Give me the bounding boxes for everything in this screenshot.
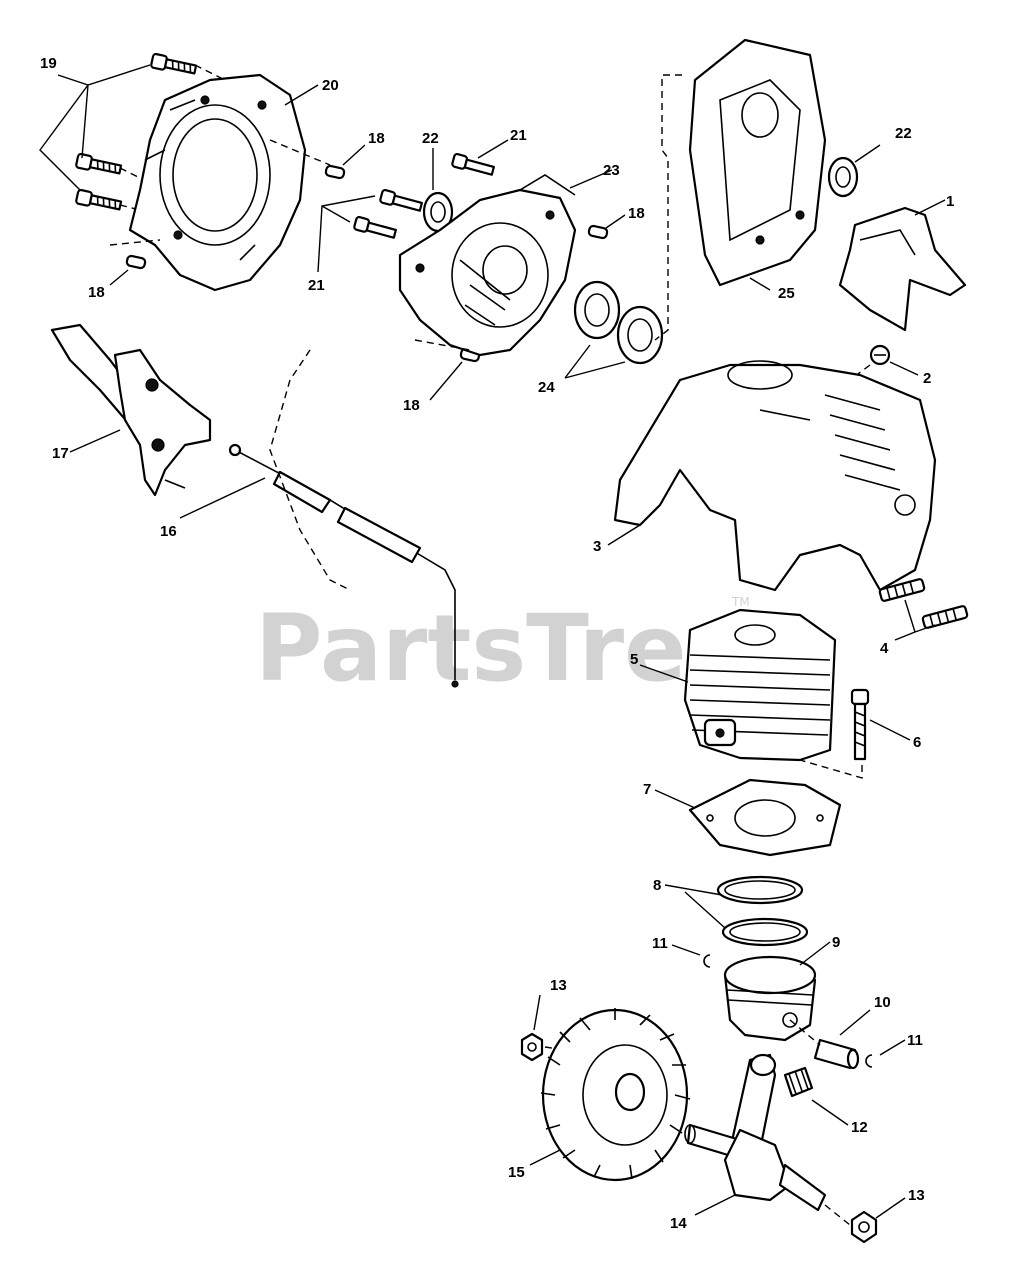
callout-14: 14: [670, 1215, 687, 1232]
callout-22: 22: [895, 125, 912, 142]
callout-13: 13: [550, 977, 567, 994]
part-10-piston-pin: [813, 1038, 860, 1070]
leader-8: [664, 884, 726, 929]
part-24-bearings: [573, 280, 664, 365]
callout-7: 7: [643, 781, 651, 798]
callout-15: 15: [508, 1164, 525, 1181]
callout-21: 21: [308, 277, 325, 294]
leader-24: [564, 344, 626, 379]
callout-11: 11: [652, 935, 668, 952]
dash-10: [789, 1019, 821, 1046]
part-1-bracket: [838, 206, 967, 332]
leader-5: [639, 664, 689, 683]
part-3-shroud: [613, 360, 937, 592]
callout-labels: 19 20 18 22 21 23 18 22 1 18 21 25 17 24…: [40, 55, 954, 1232]
leader-17: [69, 429, 121, 453]
leader-11: [671, 944, 906, 1056]
dash-2: [849, 364, 871, 381]
part-22-seals: [422, 156, 859, 233]
leader-9: [799, 941, 831, 966]
part-4-studs: [878, 578, 969, 629]
callout-11: 11: [907, 1032, 923, 1049]
callout-20: 20: [322, 77, 339, 94]
leader-25: [749, 277, 771, 291]
callout-5: 5: [630, 651, 638, 668]
leader-3: [607, 524, 641, 546]
part-17-throttle-trigger: [50, 323, 212, 497]
part-13-nuts: [520, 1032, 878, 1244]
callout-22: 22: [422, 130, 439, 147]
callout-18: 18: [368, 130, 385, 147]
part-5-cylinder: [683, 608, 837, 762]
leader-10: [839, 1009, 871, 1036]
leader-2: [889, 361, 919, 376]
part-15-flywheel: [540, 1008, 691, 1182]
leader-21: [317, 139, 509, 273]
leader-6: [869, 719, 911, 741]
part-21-screws: [353, 153, 495, 239]
part-20-fan-housing: [128, 73, 307, 292]
watermark-text: PartsTree: [255, 595, 749, 702]
callout-9: 9: [832, 934, 840, 951]
part-16-throttle-cable: [228, 349, 459, 688]
callout-16: 16: [160, 523, 177, 540]
callout-6: 6: [913, 734, 921, 751]
part-7-gasket: [688, 778, 842, 857]
part-14-crankshaft: [684, 1053, 827, 1212]
part-19-screws: [75, 52, 198, 211]
part-9-piston: [723, 955, 817, 1042]
leader-18: [109, 144, 626, 401]
leader-19: [39, 64, 151, 191]
leader-22: [432, 144, 881, 190]
leader-23: [569, 169, 613, 189]
callout-25: 25: [778, 285, 795, 302]
leader-13: [533, 994, 906, 1219]
callout-17: 17: [52, 445, 69, 462]
leader-14: [694, 1194, 736, 1216]
callout-18: 18: [88, 284, 105, 301]
leader-16: [179, 477, 266, 519]
leader-20: [284, 84, 319, 106]
callout-24: 24: [538, 379, 555, 396]
callout-2: 2: [923, 370, 931, 387]
callout-19: 19: [40, 55, 57, 72]
callout-8: 8: [653, 877, 661, 894]
callout-13: 13: [908, 1187, 925, 1204]
callout-18: 18: [628, 205, 645, 222]
callout-12: 12: [851, 1119, 868, 1136]
part-6-bolt: [850, 688, 870, 761]
leader-12: [811, 1099, 849, 1126]
callout-23: 23: [603, 162, 620, 179]
part-25-crankcase-frame: [688, 38, 827, 287]
leader-1: [914, 199, 946, 216]
part-2-screw: [869, 344, 891, 366]
part-18-pins: [125, 164, 609, 363]
callout-3: 3: [593, 538, 601, 555]
watermark-trademark: TM: [731, 595, 750, 609]
callout-18: 18: [403, 397, 420, 414]
callout-21: 21: [510, 127, 527, 144]
part-23-crankcase: [398, 174, 577, 357]
callout-1: 1: [946, 193, 954, 210]
part-8-piston-rings: [716, 875, 809, 947]
leader-7: [654, 789, 696, 809]
dash-6: [799, 759, 863, 779]
dash-20: [109, 139, 331, 246]
part-12-needle-bearing: [783, 1066, 814, 1098]
callout-4: 4: [880, 640, 889, 657]
leader-4: [894, 599, 936, 641]
dash-14: [824, 1204, 851, 1226]
callout-10: 10: [874, 994, 891, 1011]
leader-15: [529, 1149, 561, 1166]
dash-23: [414, 339, 471, 351]
part-11-clips: [703, 954, 873, 1068]
dash-25: [654, 74, 682, 341]
